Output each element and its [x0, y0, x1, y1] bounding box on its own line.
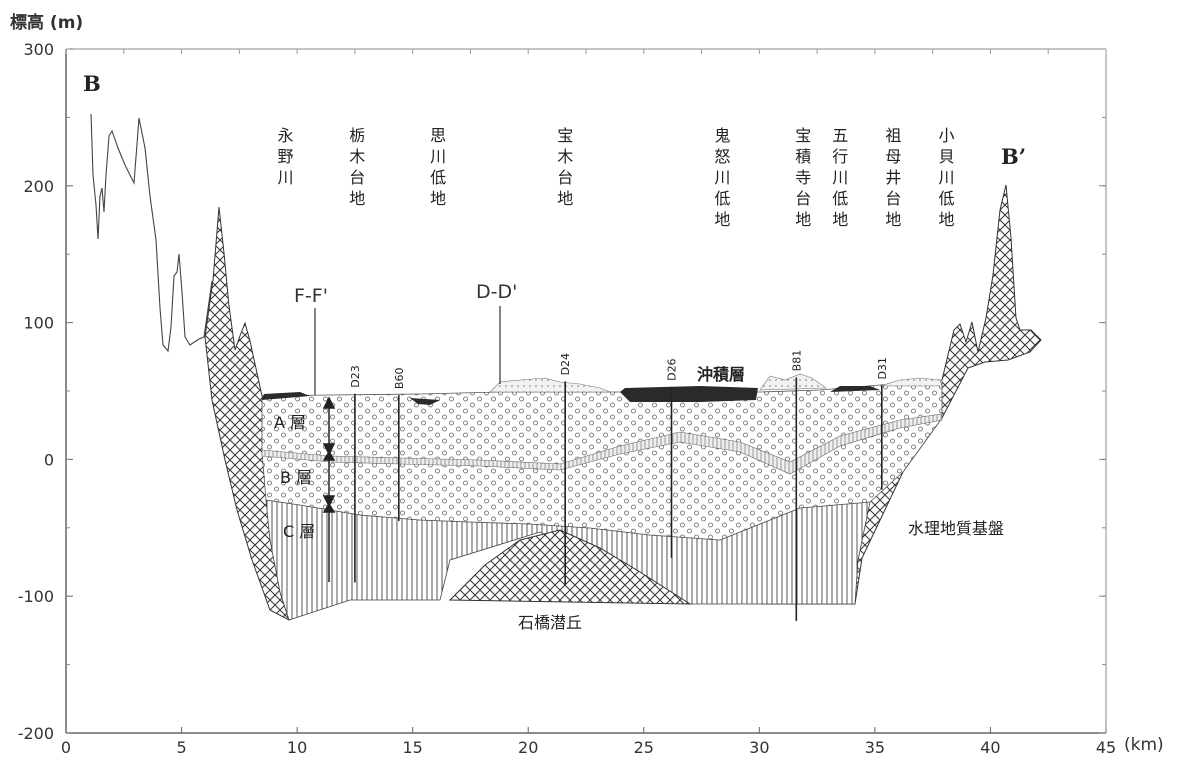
geologic-section [90, 113, 1042, 622]
terrace-deposit [759, 373, 827, 391]
x-tick-label: 35 [865, 738, 885, 757]
section-label-d: D-D' [476, 281, 517, 303]
layer-label-b: B 層 [280, 468, 312, 487]
borehole-label: D26 [666, 358, 679, 380]
y-tick-label: -100 [18, 587, 54, 606]
borehole-label: B60 [393, 368, 406, 390]
alluvium [262, 392, 310, 400]
endpoint-right-label: B’ [1001, 144, 1026, 169]
borehole-label: B81 [790, 350, 803, 372]
region-label: 小貝川低地 [939, 126, 955, 229]
x-tick-label: 15 [402, 738, 422, 757]
buried-hill [448, 529, 692, 605]
x-axis-unit: (km) [1124, 735, 1164, 755]
y-tick-label: 100 [23, 314, 54, 333]
basement-right [761, 184, 1042, 605]
y-tick-label: 200 [23, 177, 54, 196]
x-tick-label: 40 [980, 738, 1000, 757]
alluvium [620, 386, 758, 402]
axis-ticks: 0 5 10 15 20 25 30 35 40 45 300 200 100 0 -100 -200 [18, 40, 1116, 757]
region-label: 思川低地 [430, 126, 446, 208]
region-label: 宝積寺台地 [795, 126, 811, 229]
x-tick-label: 30 [749, 738, 769, 757]
x-tick-label: 45 [1096, 738, 1116, 757]
region-label: 祖母井台地 [885, 126, 901, 229]
borehole-label: D24 [559, 353, 572, 375]
layer-label-alluvium: 沖積層 [697, 365, 745, 384]
region-label: 栃木台地 [349, 126, 365, 208]
region-labels: 永野川 栃木台地 思川低地 宝木台地 鬼怒川低地 宝積寺台地 五行川低地 祖母井台地 小貝川低地 [278, 126, 955, 229]
y-tick-label: 300 [23, 40, 54, 59]
x-tick-label: 25 [634, 738, 654, 757]
region-label: 永野川 [278, 126, 294, 187]
layer-label-a: A 層 [274, 413, 306, 432]
boreholes: D23 B60 D24 D26 B81 D31 [349, 350, 889, 621]
x-tick-label: 5 [176, 738, 186, 757]
region-label: 宝木台地 [557, 126, 573, 208]
boundary-band-ab [261, 413, 943, 475]
layer-label-basement: 水理地質基盤 [908, 519, 1004, 538]
layer-label-c: C 層 [283, 522, 315, 541]
x-tick-label: 0 [61, 738, 71, 757]
x-tick-label: 10 [287, 738, 307, 757]
borehole-label: D23 [349, 365, 362, 387]
endpoint-left-label: B [83, 71, 101, 96]
region-label: 五行川低地 [832, 126, 848, 229]
terrace-deposit [879, 377, 943, 387]
section-label-f: F-F' [294, 285, 328, 307]
topographic-profile [90, 113, 213, 353]
layer-label-buried-hill: 石橋潜丘 [518, 613, 582, 632]
alluvium [830, 386, 880, 392]
region-label: 鬼怒川低地 [714, 126, 730, 229]
x-tick-label: 20 [518, 738, 538, 757]
borehole-label: D31 [876, 357, 889, 379]
alluvium [410, 398, 440, 405]
y-tick-label: -200 [18, 724, 54, 743]
y-tick-label: 0 [44, 450, 54, 469]
layer-arrows [322, 396, 336, 582]
y-axis-label: 標高 (m) [10, 12, 83, 33]
terrace-deposit [489, 377, 611, 393]
